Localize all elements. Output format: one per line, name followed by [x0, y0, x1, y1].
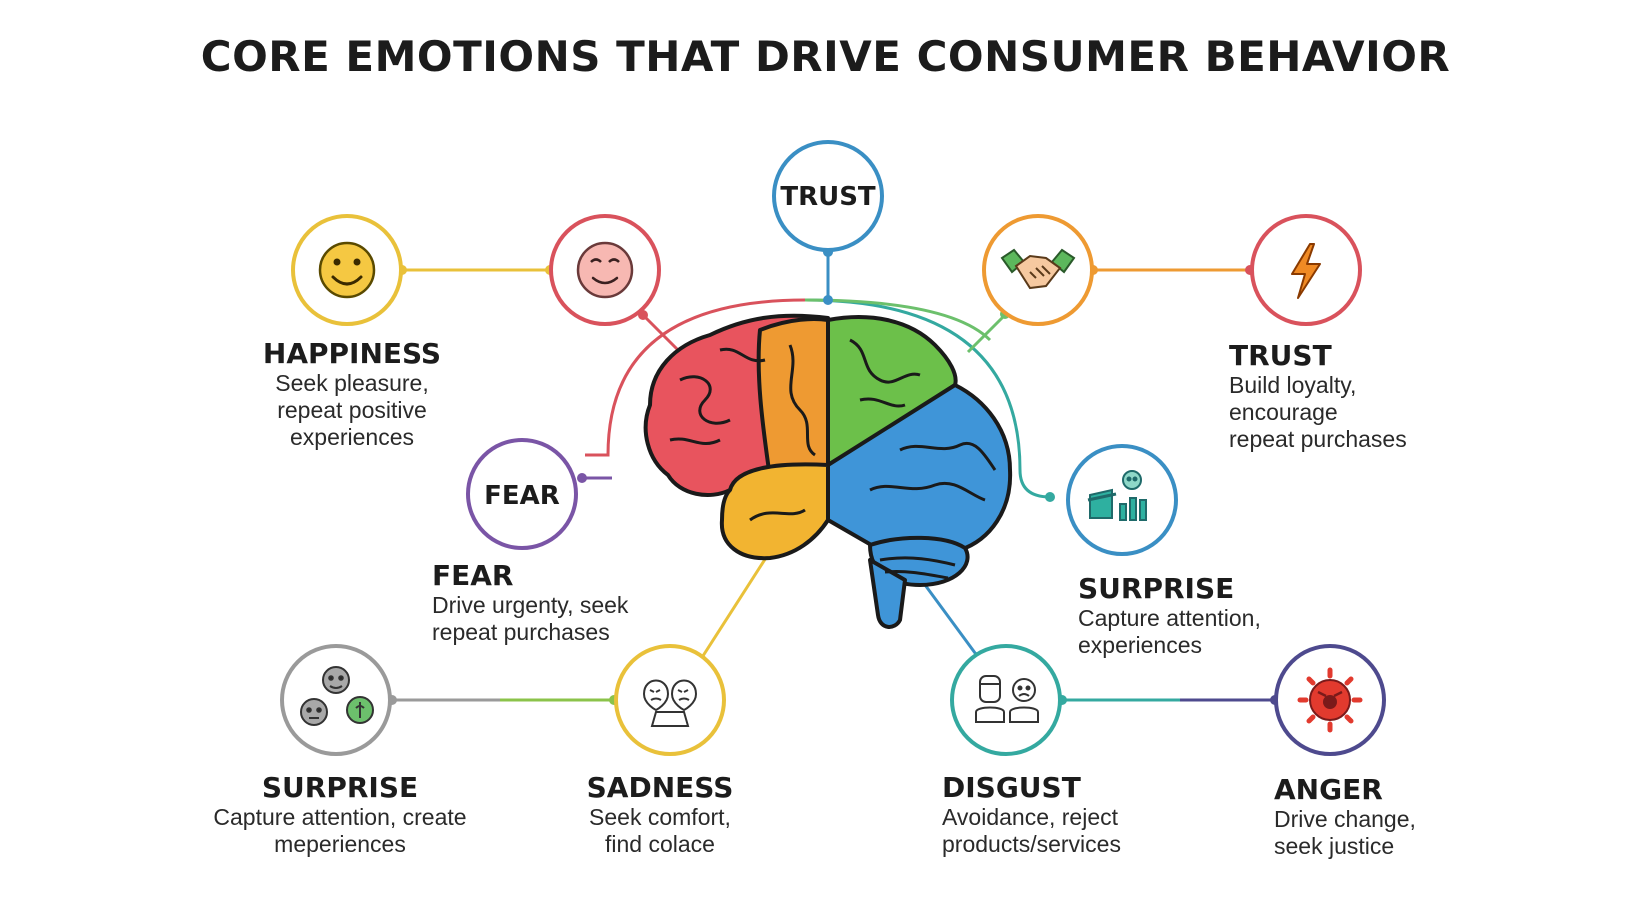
disgusted-people-icon [975, 675, 1039, 723]
angry-virus-icon [1297, 667, 1363, 733]
brain-icon [643, 313, 1013, 629]
page-title: CORE EMOTIONS THAT DRIVE CONSUMER BEHAVI… [200, 32, 1451, 81]
disgust-desc: Avoidance, reject products/services [942, 804, 1121, 857]
smiley-face-icon [318, 241, 376, 299]
trust-top-circle-label: TRUST [780, 182, 876, 212]
chart-people-icon [1087, 470, 1147, 521]
sadness-label: SADNESS Seek comfort, find colace [570, 772, 750, 858]
pleasure-circle [549, 214, 661, 326]
lightning-bolt-icon [1291, 243, 1321, 299]
surprise-left-heading: SURPRISE [261, 771, 419, 804]
fear-label: FEAR Drive urgenty, seek repeat purchase… [432, 560, 672, 646]
happiness-circle [291, 214, 403, 326]
fear-heading: FEAR [432, 559, 514, 592]
disgust-heading: DISGUST [942, 771, 1081, 804]
surprise-left-desc: Capture attention, create meperiences [213, 804, 467, 857]
arc-left-upper [585, 298, 806, 457]
surprise-right-label: SURPRISE Capture attention, experiences [1078, 573, 1318, 659]
sadness-circle [614, 644, 726, 756]
trust-heading: TRUST [1229, 339, 1332, 372]
surprise-left-circle [280, 644, 392, 756]
anger-heading: ANGER [1274, 773, 1383, 806]
lightning-circle [1250, 214, 1362, 326]
dot [823, 295, 833, 305]
anger-circle [1274, 644, 1386, 756]
disgust-label: DISGUST Avoidance, reject products/servi… [942, 772, 1172, 858]
fear-desc: Drive urgenty, seek repeat purchases [432, 592, 629, 645]
three-faces-icon [300, 666, 374, 726]
fear-circle: FEAR [466, 438, 578, 550]
trust-label: TRUST Build loyalty, encourage repeat pu… [1229, 340, 1449, 453]
arc-right-upper [804, 298, 1051, 499]
surprise-right-desc: Capture attention, experiences [1078, 605, 1261, 658]
handshake-circle [982, 214, 1094, 326]
happiness-label: HAPPINESS Seek pleasure, repeat positive… [262, 338, 442, 451]
blush-face-icon [576, 241, 634, 299]
surprise-right-heading: SURPRISE [1078, 572, 1235, 605]
trust-top-circle: TRUST [772, 140, 884, 252]
dot [1045, 492, 1055, 502]
happiness-heading: HAPPINESS [262, 337, 442, 370]
dot [577, 473, 587, 483]
sadness-heading: SADNESS [586, 771, 734, 804]
surprise-right-circle [1066, 444, 1178, 556]
arc-right-green [804, 298, 992, 342]
sad-faces-icon [642, 679, 698, 727]
line-handshake-arc [966, 310, 1010, 354]
line-pleasure-arc [638, 310, 682, 354]
trust-desc: Build loyalty, encourage repeat purchase… [1229, 372, 1407, 452]
sadness-desc: Seek comfort, find colace [589, 804, 731, 857]
anger-label: ANGER Drive change, seek justice [1274, 774, 1464, 860]
happiness-desc: Seek pleasure, repeat positive experienc… [275, 370, 429, 450]
anger-desc: Drive change, seek justice [1274, 806, 1416, 859]
handshake-icon [1000, 248, 1076, 290]
surprise-left-label: SURPRISE Capture attention, create meper… [205, 772, 475, 858]
fear-circle-label: FEAR [484, 481, 560, 511]
disgust-circle [950, 644, 1062, 756]
